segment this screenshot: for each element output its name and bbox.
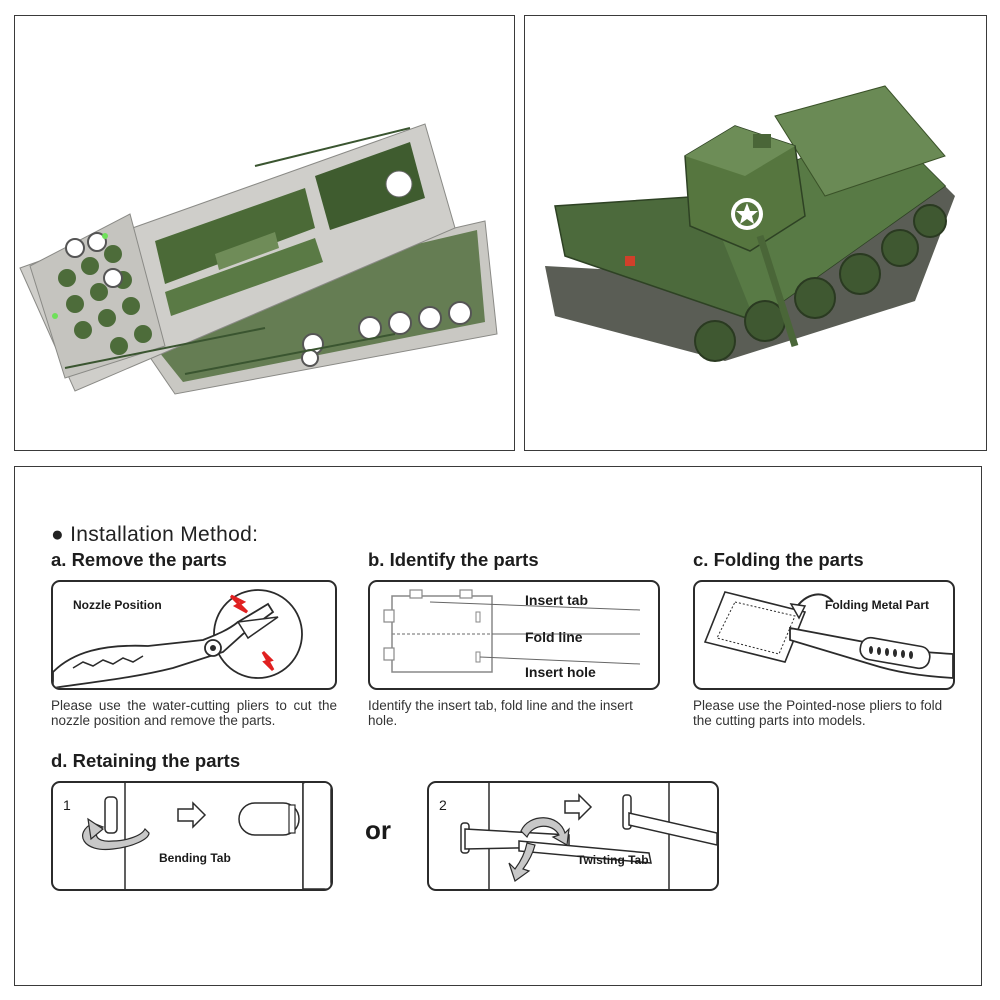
installation-instructions: ● Installation Method: a. Remove the par… [14,466,982,986]
option2-number: 2 [439,797,447,813]
bending-tab-illustration [82,783,331,889]
or-separator: or [365,815,391,845]
step-b-caption: Identify the insert tab, fold line and t… [368,698,633,728]
step-d-option2-diagram: 2 Twisting Tab [427,781,719,891]
assembled-tank-photo [524,15,987,451]
insert-hole-label: Insert hole [525,664,596,680]
step-c-title: c. Folding the parts [693,549,864,570]
option1-number: 1 [63,797,71,813]
step-d-title: d. Retaining the parts [51,750,241,771]
step-a-diagram: Nozzle Position [51,580,337,690]
installation-heading: ● Installation Method: [51,523,259,546]
etched-sheets-illustration [19,123,498,395]
part-schematic-illustration [383,589,641,673]
step-a-title: a. Remove the parts [51,549,227,570]
bending-tab-label: Bending Tab [159,851,231,865]
metal-sheets-photo [14,15,515,451]
step-a-caption: Please use the water-cutting pliers to c… [51,698,337,728]
tank-model-illustration [545,85,955,362]
step-c-caption: Please use the Pointed-nose pliers to fo… [693,698,943,728]
step-d-option1-diagram: 1 Bending Tab [51,781,333,891]
step-b-title: b. Identify the parts [368,549,539,570]
fold-line-label: Fold line [525,629,583,645]
twisting-tab-illustration [460,783,717,889]
pliers-cutting-illustration [53,589,303,688]
folding-metal-part-label: Folding Metal Part [825,598,930,612]
step-b-diagram: Insert tab Fold line Insert hole [368,580,660,690]
insert-tab-label: Insert tab [525,592,589,608]
nozzle-position-label: Nozzle Position [73,598,162,612]
twisting-tab-label: Twisting Tab [577,853,649,867]
pliers-folding-illustration [703,591,953,679]
step-c-diagram: Folding Metal Part [693,580,955,690]
